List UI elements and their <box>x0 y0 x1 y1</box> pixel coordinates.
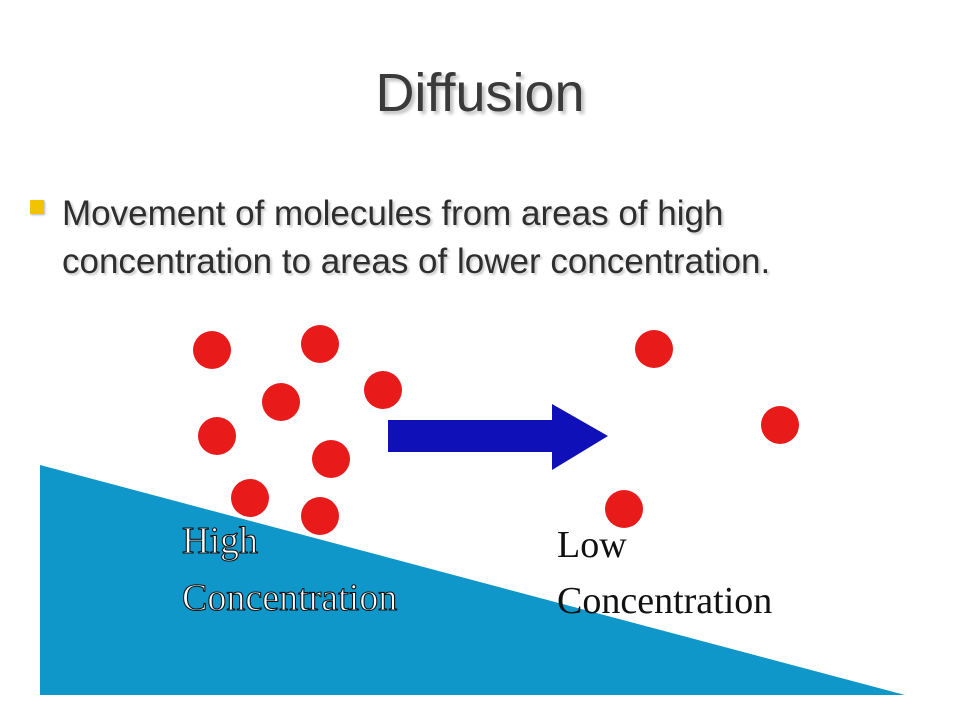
low-label-line2: Concentration <box>557 580 772 622</box>
molecule <box>301 325 339 363</box>
high-concentration-label: High Concentration <box>181 519 397 619</box>
background-triangle <box>40 465 905 695</box>
low-concentration-label: Low Concentration <box>557 524 772 622</box>
square-bullet-icon <box>30 200 44 214</box>
molecule <box>761 406 799 444</box>
low-label-line1: Low <box>557 524 627 566</box>
molecule <box>301 497 339 535</box>
molecule <box>312 440 350 478</box>
high-label-line2: Concentration <box>182 577 397 619</box>
molecule <box>635 330 673 368</box>
high-label-line1: High <box>182 520 258 562</box>
molecule <box>605 490 643 528</box>
high-concentration-molecules <box>193 325 402 535</box>
low-concentration-molecules <box>605 330 799 528</box>
molecule <box>198 417 236 455</box>
molecule <box>193 331 231 369</box>
molecule <box>231 479 269 517</box>
arrow-right-icon <box>388 404 608 470</box>
bullet-text: Movement of molecules from areas of high… <box>62 194 771 281</box>
molecule <box>262 383 300 421</box>
slide-title: Diffusion <box>375 63 585 123</box>
molecule <box>364 371 402 409</box>
